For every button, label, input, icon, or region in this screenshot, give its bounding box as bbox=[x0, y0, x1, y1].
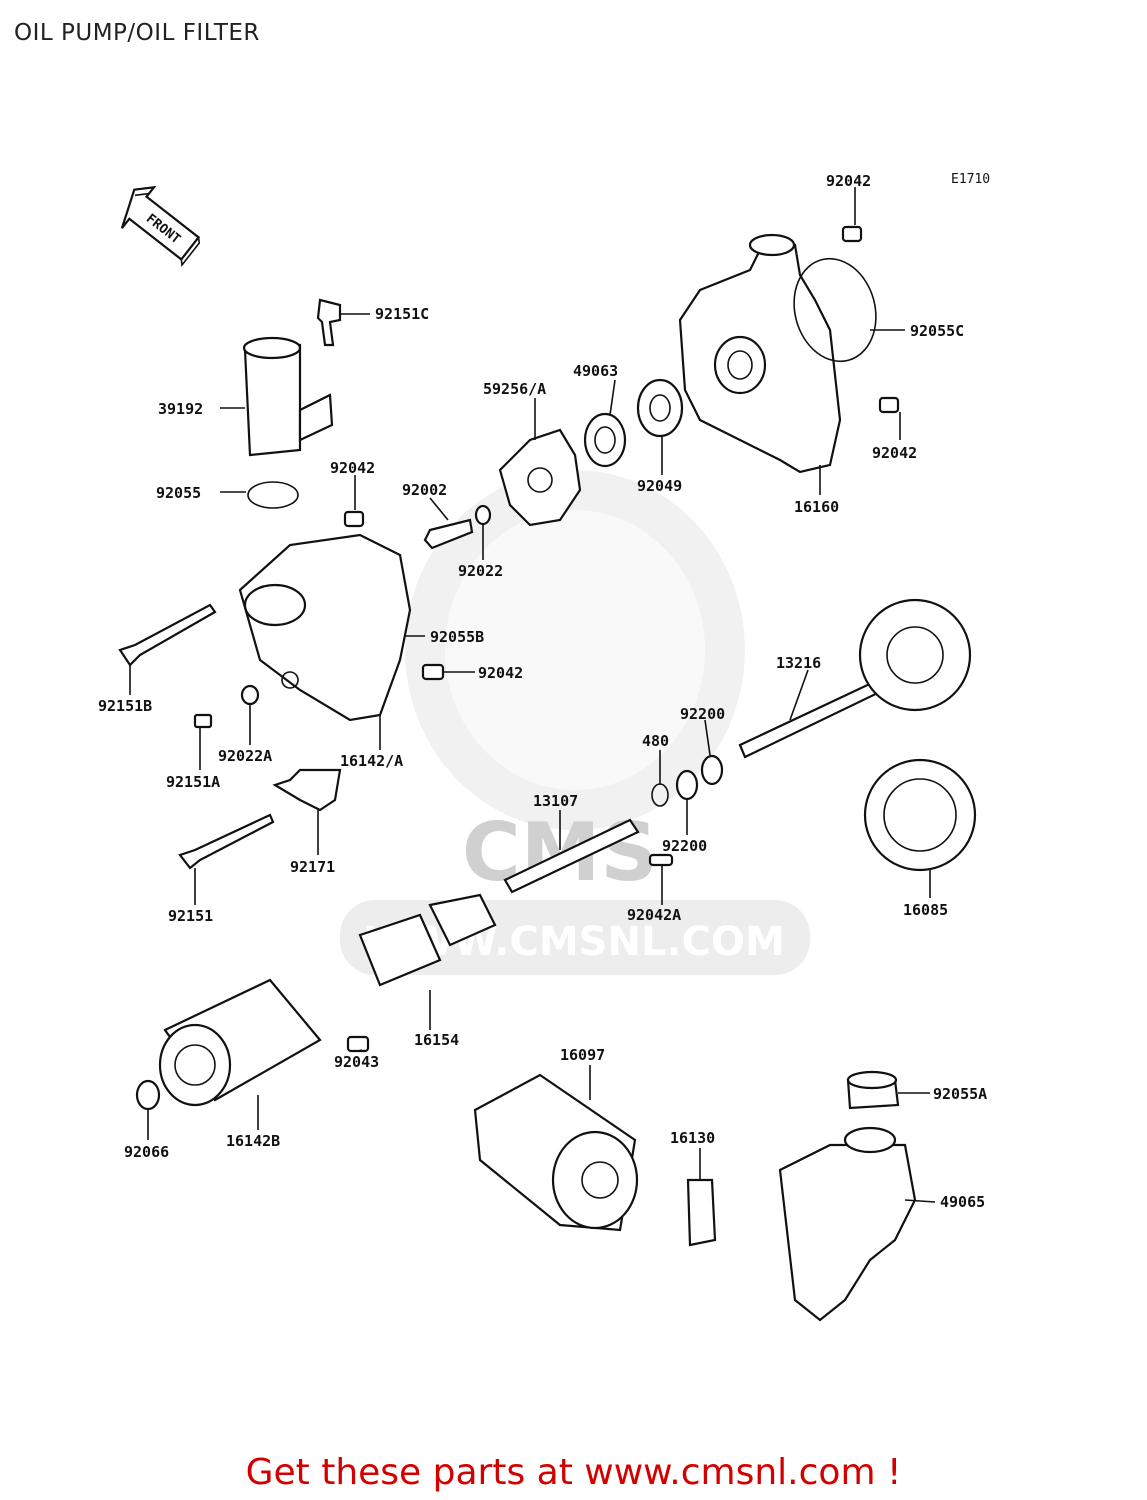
part-16097-oil-filter bbox=[473, 1073, 639, 1232]
part-92200-washer-b bbox=[675, 769, 699, 801]
part-92151b-bolt bbox=[118, 603, 217, 667]
part-49065-strainer bbox=[778, 1126, 917, 1322]
callout-92055a: 92055A bbox=[933, 1085, 987, 1103]
front-arrow-icon: FRONT bbox=[120, 185, 201, 268]
part-92151a-bolt bbox=[193, 713, 213, 729]
callout-92043: 92043 bbox=[334, 1053, 379, 1071]
diagram-code: E1710 bbox=[951, 172, 991, 187]
part-92055-oring bbox=[247, 481, 299, 509]
callout-92042-right-mid: 92042 bbox=[478, 664, 523, 682]
part-59256-impeller bbox=[498, 428, 582, 527]
callout-49065: 49065 bbox=[940, 1193, 985, 1211]
callout-480: 480 bbox=[642, 732, 669, 750]
part-16154-rotor bbox=[358, 893, 497, 987]
exploded-parts-diagram: CMS WWW.CMSNL.COM FRONT bbox=[98, 172, 987, 1322]
callout-92151b: 92151B bbox=[98, 697, 152, 715]
callout-16085: 16085 bbox=[903, 901, 948, 919]
callout-16154: 16154 bbox=[414, 1031, 459, 1049]
part-39192-pipe bbox=[242, 336, 334, 457]
part-92042-dowel-top bbox=[841, 225, 863, 243]
part-16142-pump-body bbox=[238, 533, 412, 722]
callout-92055b: 92055B bbox=[430, 628, 484, 646]
callout-92151a: 92151A bbox=[166, 773, 220, 791]
part-92022-washer bbox=[474, 504, 492, 526]
callout-92066: 92066 bbox=[124, 1143, 169, 1161]
part-16142b-cover bbox=[158, 978, 322, 1107]
callout-16160: 16160 bbox=[794, 498, 839, 516]
callout-92022: 92022 bbox=[458, 562, 503, 580]
callout-labels: 92042 92055C 92042 16160 92151C 39192 49… bbox=[98, 172, 987, 1211]
part-92055c-oring bbox=[793, 257, 877, 363]
part-92042-dowel-right-mid bbox=[421, 663, 445, 681]
callout-13216: 13216 bbox=[776, 654, 821, 672]
part-92151-bolt bbox=[178, 813, 275, 870]
callout-92042-right: 92042 bbox=[872, 444, 917, 462]
footer-cta-link[interactable]: Get these parts at www.cmsnl.com ! bbox=[245, 1452, 902, 1493]
part-13107-shaft bbox=[503, 818, 640, 894]
part-16085-gear bbox=[863, 758, 977, 872]
part-16160-cover bbox=[678, 233, 842, 474]
callout-92042-mid: 92042 bbox=[330, 459, 375, 477]
part-92043-pin bbox=[346, 1035, 370, 1053]
callout-92200-b: 92200 bbox=[662, 837, 707, 855]
callout-92151: 92151 bbox=[168, 907, 213, 925]
leader-lines bbox=[129, 187, 936, 1203]
callout-49063: 49063 bbox=[573, 362, 618, 380]
page-title: OIL PUMP/OIL FILTER bbox=[14, 20, 260, 46]
part-92200-washer-a bbox=[700, 754, 724, 786]
callout-92055c: 92055C bbox=[910, 322, 964, 340]
callout-59256: 59256/A bbox=[483, 380, 546, 398]
part-16130-fitting bbox=[686, 1178, 717, 1247]
callout-92200-a: 92200 bbox=[680, 705, 725, 723]
callout-16130: 16130 bbox=[670, 1129, 715, 1147]
callout-92042-top: 92042 bbox=[826, 172, 871, 190]
part-92022a-washer bbox=[240, 684, 260, 706]
part-92171-clamp bbox=[272, 768, 342, 812]
callout-16142-a: 16142/A bbox=[340, 752, 403, 770]
part-49063-seal bbox=[583, 412, 627, 468]
part-92042a-pin bbox=[648, 853, 674, 867]
callout-13107: 13107 bbox=[533, 792, 578, 810]
part-92151c-bolt bbox=[316, 298, 342, 347]
part-92049-seal bbox=[636, 378, 684, 438]
callout-92049: 92049 bbox=[637, 477, 682, 495]
callout-16097: 16097 bbox=[560, 1046, 605, 1064]
watermark: CMS WWW.CMSNL.COM bbox=[340, 470, 810, 975]
callout-92151c: 92151C bbox=[375, 305, 429, 323]
callout-16142b: 16142B bbox=[226, 1132, 280, 1150]
part-13216-shaft-gear bbox=[738, 598, 972, 759]
callout-92171: 92171 bbox=[290, 858, 335, 876]
callout-92022a: 92022A bbox=[218, 747, 272, 765]
callout-39192: 39192 bbox=[158, 400, 203, 418]
callout-92002: 92002 bbox=[402, 481, 447, 499]
callout-92042a: 92042A bbox=[627, 906, 681, 924]
part-92055a-plug bbox=[846, 1070, 900, 1110]
part-92042-dowel-mid bbox=[343, 510, 365, 528]
callout-92055: 92055 bbox=[156, 484, 201, 502]
part-92002-bolt bbox=[423, 518, 474, 550]
part-92066-oring bbox=[135, 1079, 161, 1111]
part-92042-dowel-right bbox=[878, 396, 900, 414]
